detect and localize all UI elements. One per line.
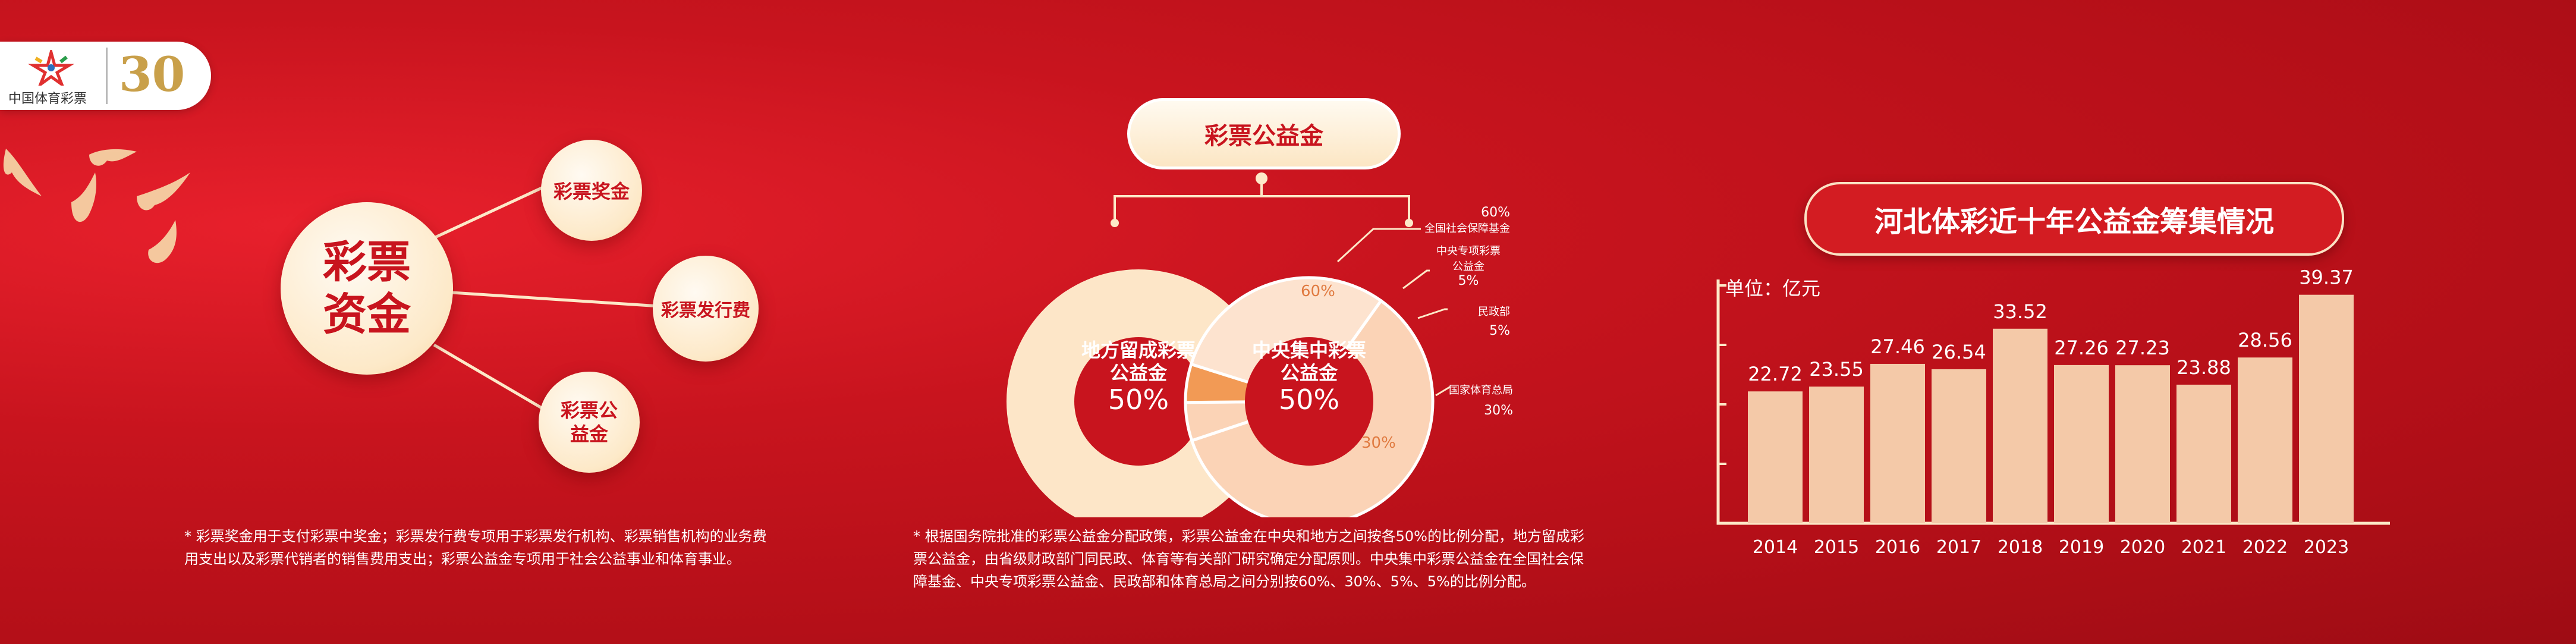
local-fund-label: 地方留成彩票公益金 [1081,339,1196,384]
bar-value-label: 26.54 [1932,341,1986,363]
lottery-star-icon [27,50,75,86]
middle-footnote: * 根据国务院批准的彩票公益金分配政策，彩票公益金在中央和地方之间按各50%的比… [913,528,1584,590]
pie-slice-3 [1189,276,1383,403]
welfare-distribution-diagram [1007,172,1451,517]
social-fund-inner-label: 60% [1301,282,1335,300]
welfare-fund-label: 彩票公益金 [560,399,618,445]
logo-divider [106,48,108,104]
bar-2022 [2238,357,2292,523]
brand-logo: 中国体育彩票 30 [0,42,211,110]
social-fund-name: 全国社会保障基金 [1424,222,1510,235]
central-special-label: 中央专项彩票公益金 5% [1433,243,1504,288]
x-tick-label: 2015 [1814,537,1859,558]
civil-affairs-label: 民政部 5% [1451,303,1510,338]
fund-connectors [433,180,660,418]
central-fund-percent: 50% [1278,384,1340,416]
bar-value-label: 27.26 [2054,337,2109,359]
x-tick-label: 2022 [2242,537,2288,558]
bar-value-label: 33.52 [1993,300,2047,323]
x-tick-label: 2017 [1936,537,1981,558]
bar-2016 [1870,363,1925,523]
bar-2018 [1993,328,2047,523]
welfare-fund-title: 彩票公益金 [1127,98,1401,169]
bar-2020 [2115,365,2170,523]
bar-2015 [1809,387,1864,523]
bar-2014 [1748,391,1803,523]
sport-admin-label: 国家体育总局 30% [1439,382,1513,418]
chart-unit-label: 单位：亿元 [1725,277,1821,300]
x-tick-label: 2014 [1753,537,1798,558]
lottery-funds-circle: 彩票资金 [281,202,453,375]
social-fund-percent: 60% [1481,205,1510,220]
bar-value-label: 23.88 [2176,356,2231,379]
chart-title: 河北体彩近十年公益金筹集情况 [1804,182,2344,256]
bar-value-label: 22.72 [1748,363,1803,385]
x-tick-label: 2020 [2120,537,2165,558]
x-tick-label: 2018 [1998,537,2043,558]
x-tick-label: 2016 [1875,537,1920,558]
left-footnote: * 彩票奖金用于支付彩票中奖金；彩票发行费专项用于彩票发行机构、彩票销售机构的业… [184,528,767,567]
social-fund-label: 60% 全国社会保障基金 [1421,205,1510,235]
bar-2017 [1932,369,1986,523]
x-tick-label: 2023 [2304,537,2349,558]
sport-admin-name: 国家体育总局 [1449,384,1513,397]
anniversary-mark: 30 [119,46,185,102]
bar-value-label: 23.55 [1809,358,1864,381]
bar-2023 [2299,294,2354,523]
prize-circle: 彩票奖金 [541,140,642,241]
sport-inner-label: 30% [1361,434,1396,452]
central-special-percent: 5% [1458,274,1479,288]
bar-value-label: 28.56 [2238,329,2292,351]
bar-2019 [2054,365,2109,523]
bar-value-label: 27.46 [1870,335,1925,358]
bar-value-label: 27.23 [2115,337,2170,359]
logo-text: 中国体育彩票 [8,92,87,106]
bar-2021 [2176,384,2231,523]
prize-label: 彩票奖金 [553,180,630,203]
civil-affairs-percent: 5% [1489,323,1510,338]
x-tick-label: 2019 [2059,537,2104,558]
issuance-fee-label: 彩票发行费 [661,300,750,321]
sport-admin-percent: 30% [1484,403,1513,418]
bar-chart: 22.72 2014 23.55 2015 27.46 2016 26.54 2017 33.5… [1716,266,2390,558]
local-fund-percent: 50% [1108,384,1169,416]
welfare-fund-circle: 彩票公益金 [539,372,640,473]
civil-affairs-name: 民政部 [1478,306,1510,318]
issuance-fee-circle: 彩票发行费 [653,256,759,362]
doves-decoration [3,149,190,263]
central-fund-label: 中央集中彩票公益金 [1251,339,1366,384]
x-tick-label: 2021 [2181,537,2226,558]
lottery-funds-label: 彩票资金 [323,237,411,340]
central-special-name: 中央专项彩票公益金 [1436,245,1501,273]
bar-value-label: 39.37 [2299,266,2354,289]
